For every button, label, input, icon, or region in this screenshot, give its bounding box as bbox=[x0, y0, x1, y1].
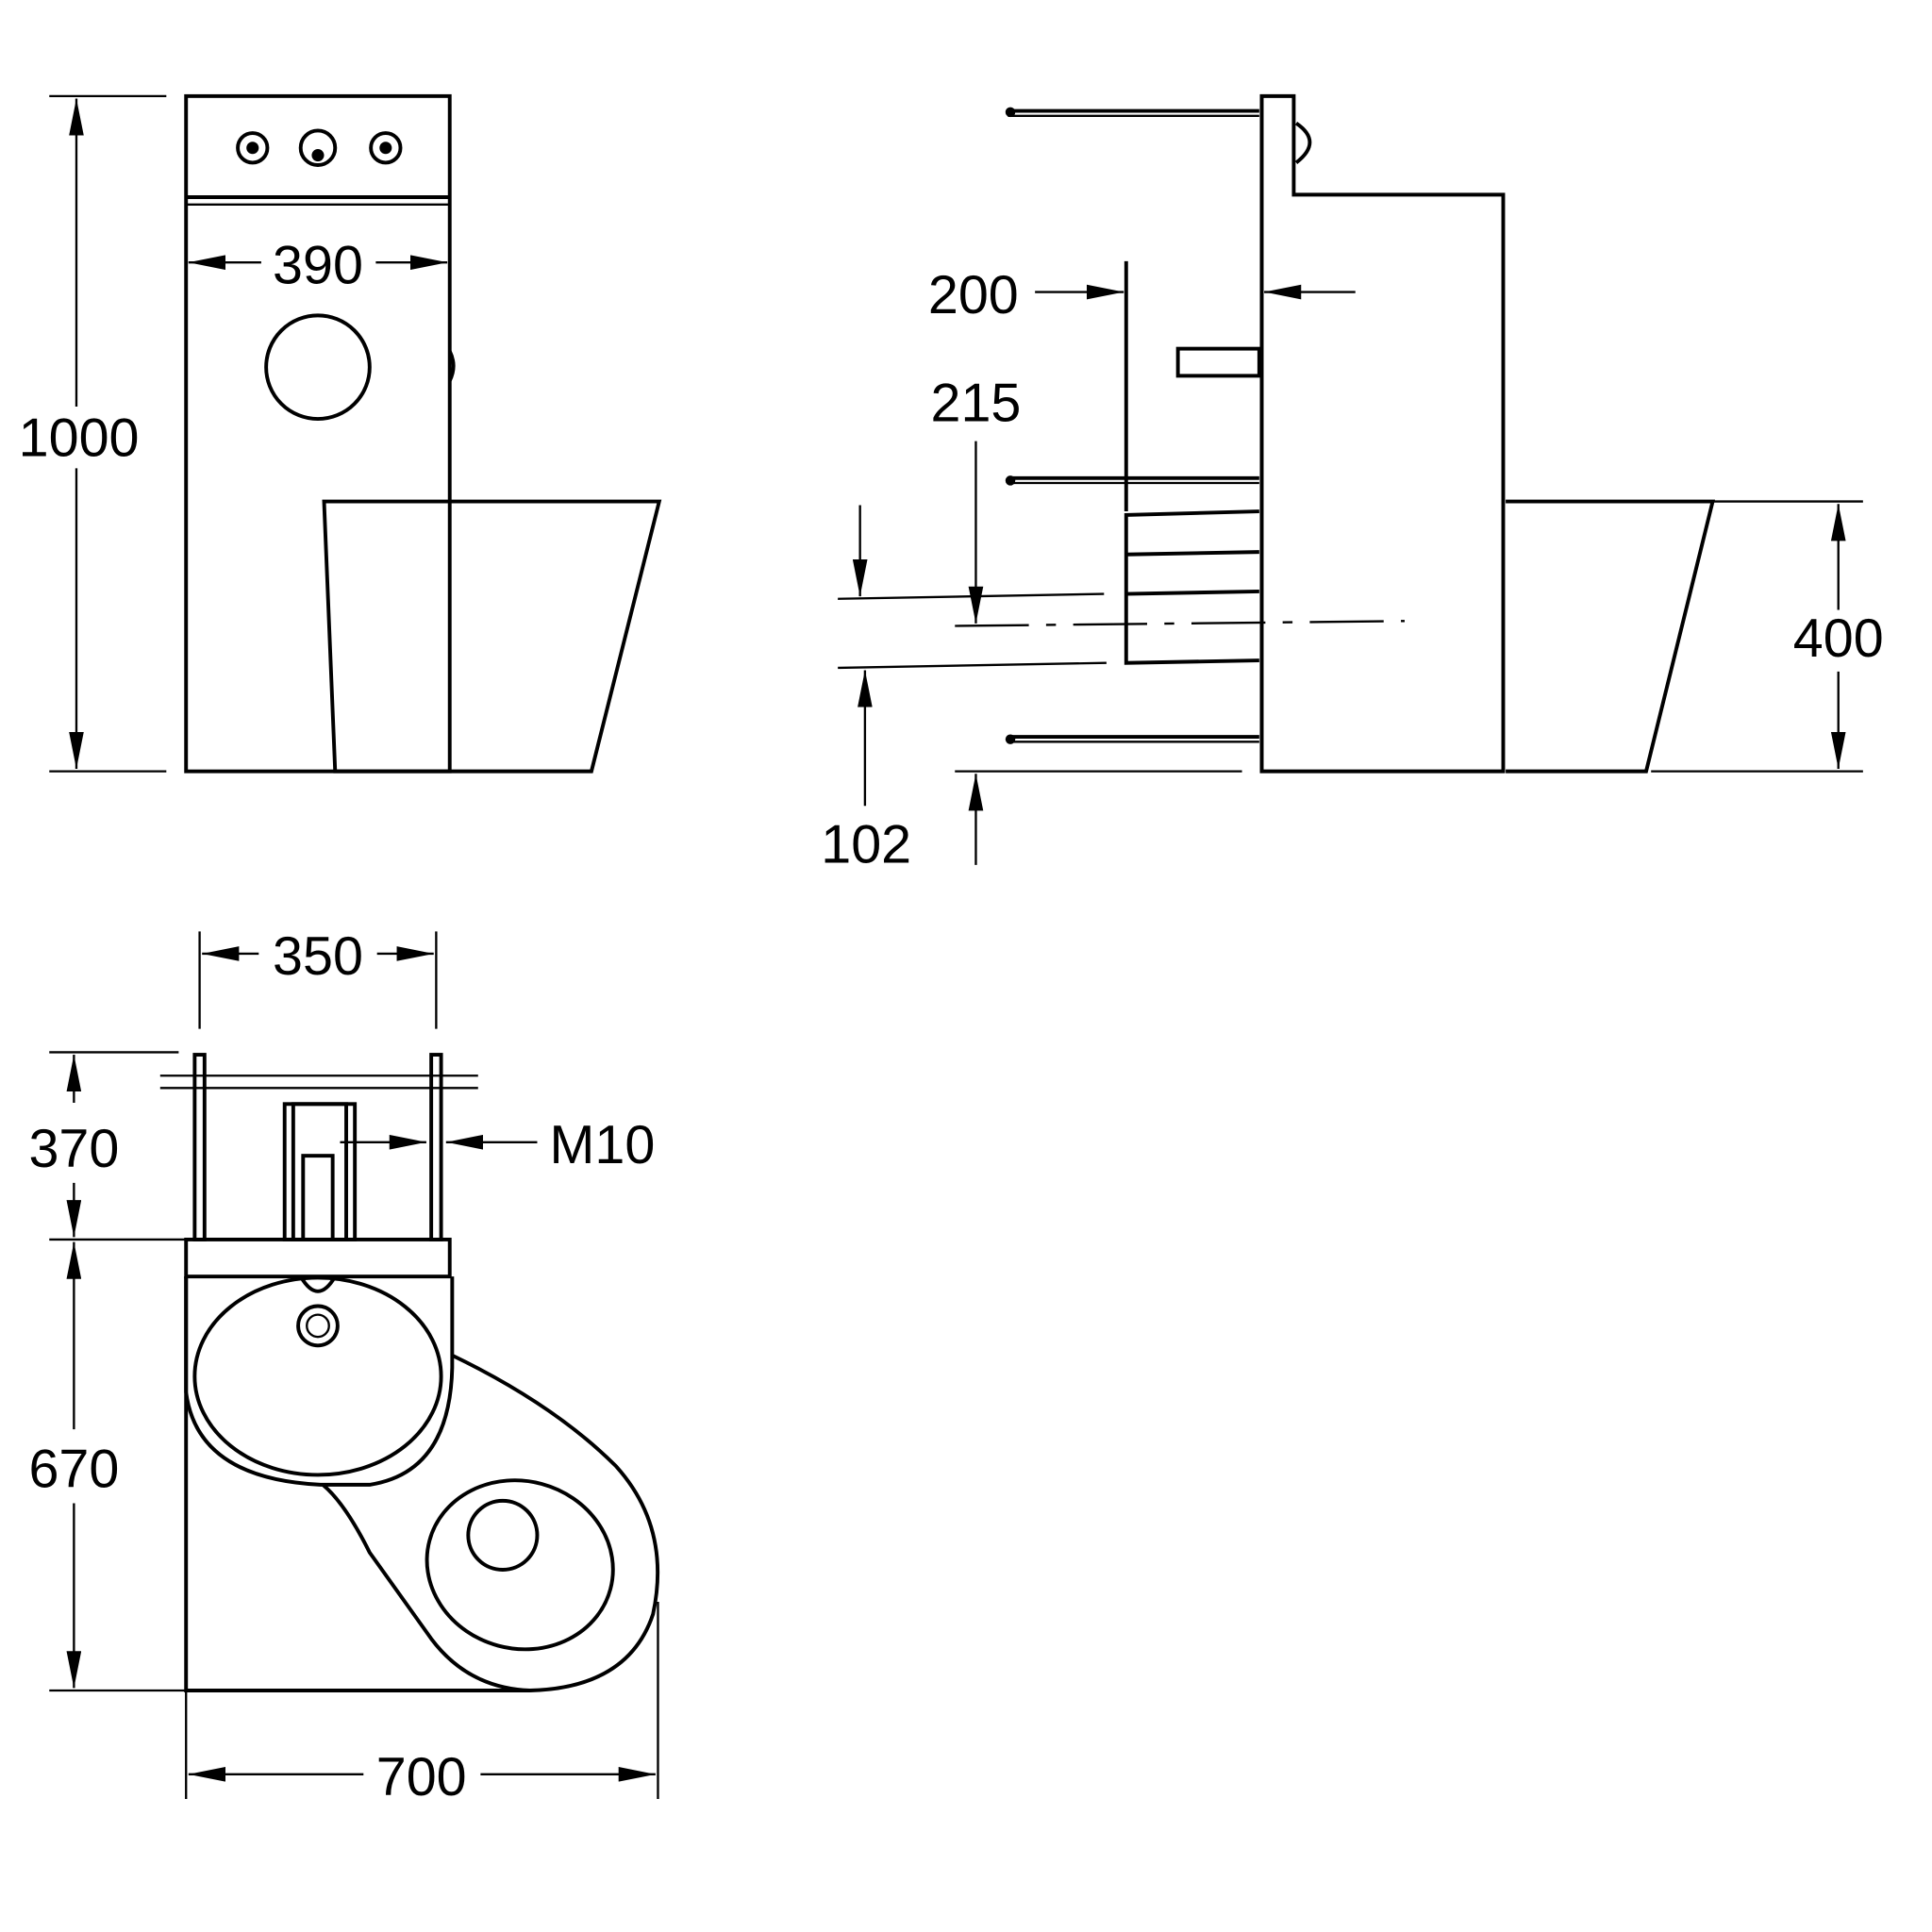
dim-depth-200: 200 bbox=[928, 265, 1019, 325]
dim-depth-370: 370 bbox=[28, 1119, 119, 1179]
front-view: 390 1000 bbox=[19, 93, 662, 774]
dim-width-390: 390 bbox=[273, 235, 363, 295]
basin-outline bbox=[184, 1276, 455, 1487]
dim-depth-215: 215 bbox=[931, 374, 1022, 434]
drain-icon bbox=[296, 1304, 340, 1348]
toilet-bowl-outline bbox=[322, 499, 662, 774]
top-view: 350 M10 370 670 700 bbox=[28, 926, 660, 1807]
toilet-bowl-top-outline bbox=[321, 1353, 660, 1692]
anchor-rods bbox=[1005, 107, 1259, 744]
dim-width-350: 350 bbox=[273, 926, 363, 987]
control-buttons-icon bbox=[236, 128, 403, 167]
dim-height-400: 400 bbox=[1793, 608, 1884, 669]
dim-height-102: 102 bbox=[821, 814, 911, 874]
label-thread-m10: M10 bbox=[550, 1115, 656, 1175]
cabinet-side-outline bbox=[1259, 93, 1506, 774]
dim-depth-670: 670 bbox=[28, 1439, 119, 1499]
dim-height-1000: 1000 bbox=[19, 408, 140, 468]
side-view: 200 215 102 400 bbox=[821, 93, 1884, 874]
bowl-side-outline bbox=[1506, 499, 1716, 774]
dim-width-700: 700 bbox=[376, 1747, 467, 1807]
studs bbox=[192, 1053, 443, 1241]
cabinet-outline bbox=[184, 93, 452, 774]
flush-panel-icon bbox=[264, 313, 372, 422]
